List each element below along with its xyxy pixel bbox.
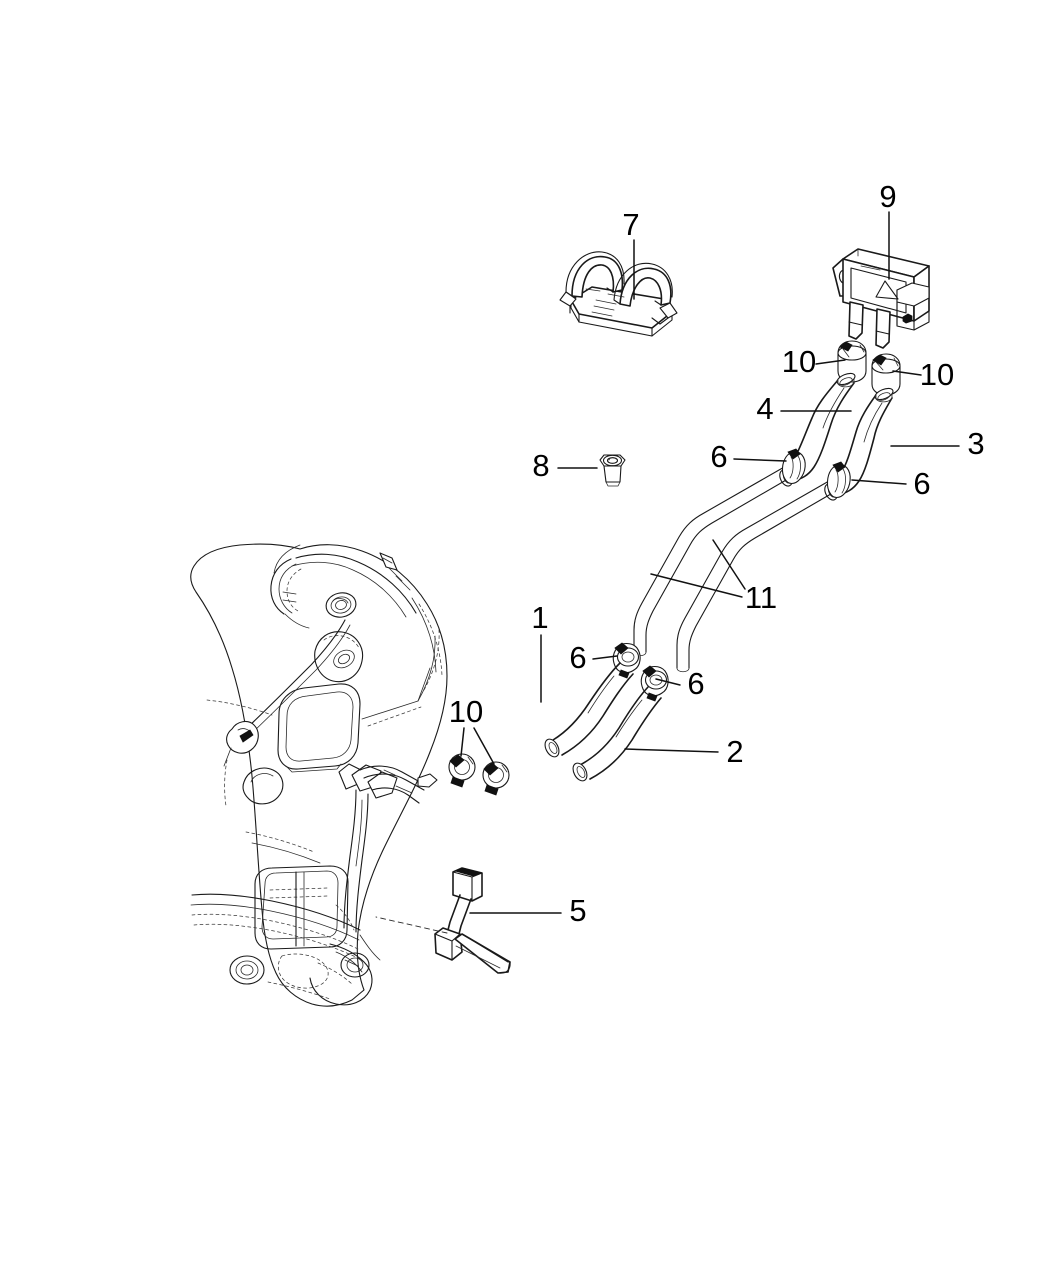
part-7-retainer-clip — [559, 251, 678, 337]
leader-line-6 — [592, 655, 618, 660]
leader-line-10 — [460, 727, 465, 757]
leader-line-10 — [892, 370, 922, 376]
leader-line-2 — [624, 748, 719, 753]
leader-line-11 — [712, 539, 746, 590]
part-6-clamp-upper-right-joint — [826, 461, 851, 499]
part-8-grommet — [599, 454, 626, 487]
leader-line-10 — [473, 727, 495, 765]
callout-10-hose-clamp-loose-pair: 10 — [449, 694, 483, 729]
callout-2-hose-lower-right: 2 — [726, 734, 743, 769]
callout-9-differential-pressure-sensor: 9 — [879, 179, 896, 214]
part-6-clamp-lower-left-joint — [612, 642, 641, 679]
leader-line-6 — [655, 678, 681, 686]
callout-10-hose-clamp-upper-left: 10 — [782, 344, 816, 379]
callout-8-grommet: 8 — [532, 448, 549, 483]
leader-lines — [375, 211, 960, 934]
leader-line-6 — [733, 458, 787, 462]
callout-4-hose-upper-left: 4 — [756, 391, 773, 426]
part-9-pressure-sensor — [832, 248, 930, 349]
callout-6-clamp-upper-right-joint: 6 — [913, 466, 930, 501]
callout-10-hose-clamp-upper-right: 10 — [920, 357, 954, 392]
part-5-takeoff-tube — [434, 867, 511, 974]
callout-6-clamp-upper-left-joint: 6 — [710, 439, 727, 474]
leader-line-6 — [851, 479, 907, 485]
callout-6-clamp-lower-left-joint: 6 — [569, 640, 586, 675]
callout-5-exhaust-pressure-take-off-tube: 5 — [569, 893, 586, 928]
callout-7-hose-retainer-clip: 7 — [622, 207, 639, 242]
part-10-hose-clamp-loose-right — [482, 761, 510, 796]
leader-line-11 — [650, 573, 743, 598]
callout-1-hose-lower-left: 1 — [531, 600, 548, 635]
callout-11-rigid-tube-pair: 11 — [745, 580, 777, 615]
part-1-hose-lower-left — [544, 662, 634, 758]
part-6-clamp-upper-left-joint — [781, 448, 806, 485]
callout-6-clamp-lower-right-joint: 6 — [687, 666, 704, 701]
callout-3-hose-upper-right: 3 — [967, 426, 984, 461]
part-2-hose-lower-right — [572, 686, 662, 782]
part-6-clamp-lower-right-joint — [640, 665, 669, 702]
part-10-hose-clamp-loose-left — [448, 753, 476, 788]
part-11-rigid-tube-pair — [633, 465, 837, 673]
leader-line-10 — [815, 359, 846, 365]
manifold-wire-bundle — [338, 763, 438, 933]
exhaust-manifold-heat-shield — [190, 543, 448, 1007]
leader-line-5 — [375, 916, 448, 934]
part-10-hose-clamp-upper-right — [871, 353, 901, 396]
